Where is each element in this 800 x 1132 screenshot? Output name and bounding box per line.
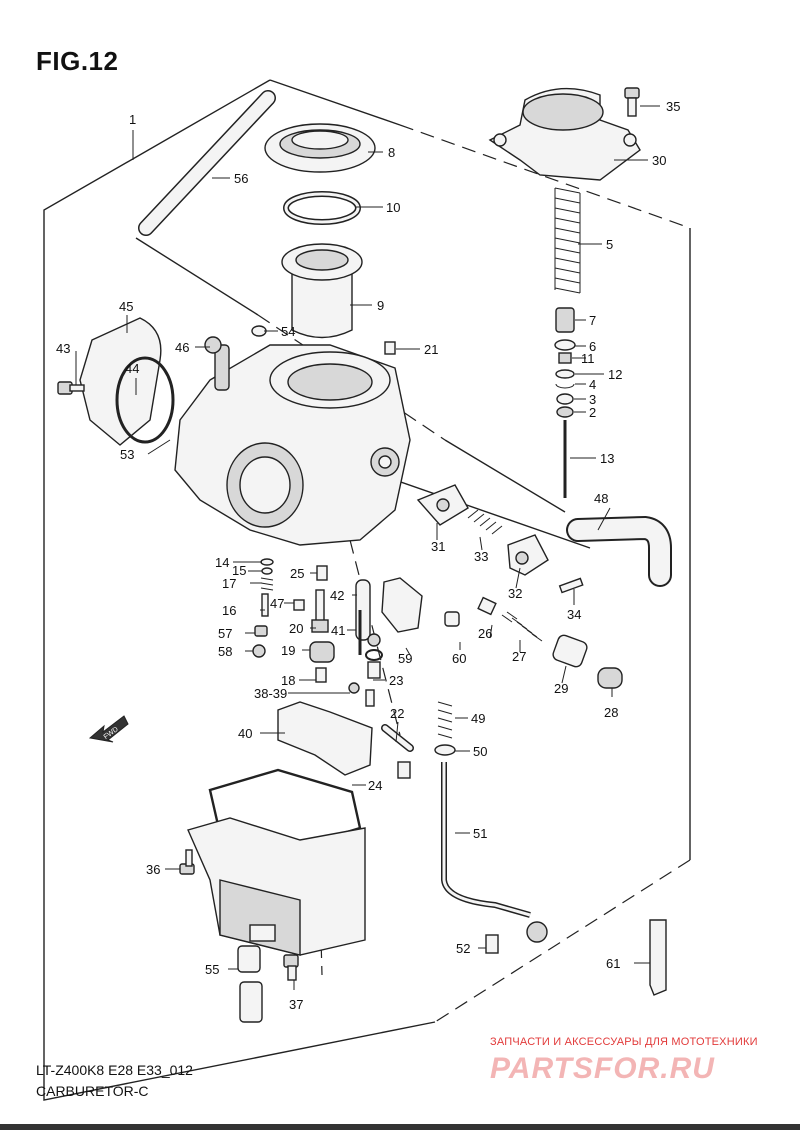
top-cover-30 (488, 87, 641, 181)
callout-60: 60 (452, 651, 466, 666)
callout-20: 20 (289, 621, 303, 636)
callout-4: 4 (589, 377, 596, 392)
callout-29: 29 (554, 681, 568, 696)
callout-24: 24 (368, 778, 382, 793)
callout-43: 43 (56, 341, 70, 356)
cable-assembly (434, 701, 548, 954)
callout-18: 18 (281, 673, 295, 688)
callout-50: 50 (473, 744, 487, 759)
callout-22: 22 (390, 706, 404, 721)
callout-54: 54 (281, 324, 295, 339)
callout-8: 8 (388, 145, 395, 160)
callout-33: 33 (474, 549, 488, 564)
screw-35 (624, 87, 640, 117)
float-40 (277, 701, 414, 779)
callout-34: 34 (567, 607, 581, 622)
callout-27: 27 (512, 649, 526, 664)
callout-45: 45 (119, 299, 133, 314)
callout-26: 26 (478, 626, 492, 641)
callout-31: 31 (431, 539, 445, 554)
ring-10 (283, 191, 361, 225)
hose-48 (566, 515, 672, 587)
jet-parts (252, 558, 383, 707)
cap-8 (264, 123, 376, 173)
callout-10: 10 (386, 200, 400, 215)
fwd-direction-icon: FWD (88, 715, 129, 743)
callout-11: 11 (581, 351, 595, 366)
callout-21: 21 (424, 342, 438, 357)
callout-1: 1 (129, 112, 136, 127)
callout-36: 36 (146, 862, 160, 877)
callout-13: 13 (600, 451, 614, 466)
callout-12: 12 (608, 367, 622, 382)
float-bowl (179, 768, 366, 956)
spring-5 (554, 187, 581, 294)
choke-parts (416, 484, 584, 594)
callout-46: 46 (175, 340, 189, 355)
callout-37: 37 (289, 997, 303, 1012)
callout-44: 44 (125, 361, 139, 376)
callout-35: 35 (666, 99, 680, 114)
callout-23: 23 (389, 673, 403, 688)
callout-6: 6 (589, 339, 596, 354)
callout-42: 42 (330, 588, 344, 603)
callout-3: 3 (589, 392, 596, 407)
fwd-label: FWD (103, 726, 120, 741)
callout-61: 61 (606, 956, 620, 971)
slide-valve-9 (281, 243, 363, 339)
carburetor-body-1 (174, 325, 411, 546)
pipe-56 (138, 90, 276, 236)
callout-48: 48 (594, 491, 608, 506)
watermark-logo: PARTSFOR.RU (490, 1052, 715, 1085)
flange-45 (57, 317, 175, 446)
drain-parts (237, 919, 667, 1023)
callout-51: 51 (473, 826, 487, 841)
callout-55: 55 (205, 962, 219, 977)
callout-9: 9 (377, 298, 384, 313)
callout-16: 16 (222, 603, 236, 618)
callout-52: 52 (456, 941, 470, 956)
callout-58: 58 (218, 644, 232, 659)
watermark-caption: ЗАПЧАСТИ И АКСЕССУАРЫ ДЛЯ МОТОТЕХНИКИ (490, 1036, 758, 1048)
callout-57: 57 (218, 626, 232, 641)
callout-19: 19 (281, 643, 295, 658)
callout-17: 17 (222, 576, 236, 591)
callout-25: 25 (290, 566, 304, 581)
callout-49: 49 (471, 711, 485, 726)
callout-14: 14 (215, 555, 229, 570)
callout-labels: 1 56 8 35 30 10 5 9 7 6 11 12 4 3 2 45 5… (56, 99, 680, 1012)
callout-40: 40 (238, 726, 252, 741)
callout-59: 59 (398, 651, 412, 666)
throttle-parts (381, 577, 623, 689)
callout-56: 56 (234, 171, 248, 186)
figure-code: LT-Z400K8 E28 E33_012 (36, 1062, 193, 1078)
leader-lines (75, 105, 660, 990)
needle-assembly (554, 307, 576, 498)
callout-38-39: 38-39 (254, 686, 287, 701)
callout-2: 2 (589, 405, 596, 420)
callout-5: 5 (606, 237, 613, 252)
callout-30: 30 (652, 153, 666, 168)
figure-name: CARBURETOR-C (36, 1083, 149, 1099)
callout-15: 15 (232, 563, 246, 578)
callout-47: 47 (270, 596, 284, 611)
callout-32: 32 (508, 586, 522, 601)
callout-41: 41 (331, 623, 345, 638)
callout-53: 53 (120, 447, 134, 462)
bottom-rule (0, 1124, 800, 1130)
figure-title: FIG.12 (36, 46, 119, 76)
callout-7: 7 (589, 313, 596, 328)
callout-28: 28 (604, 705, 618, 720)
